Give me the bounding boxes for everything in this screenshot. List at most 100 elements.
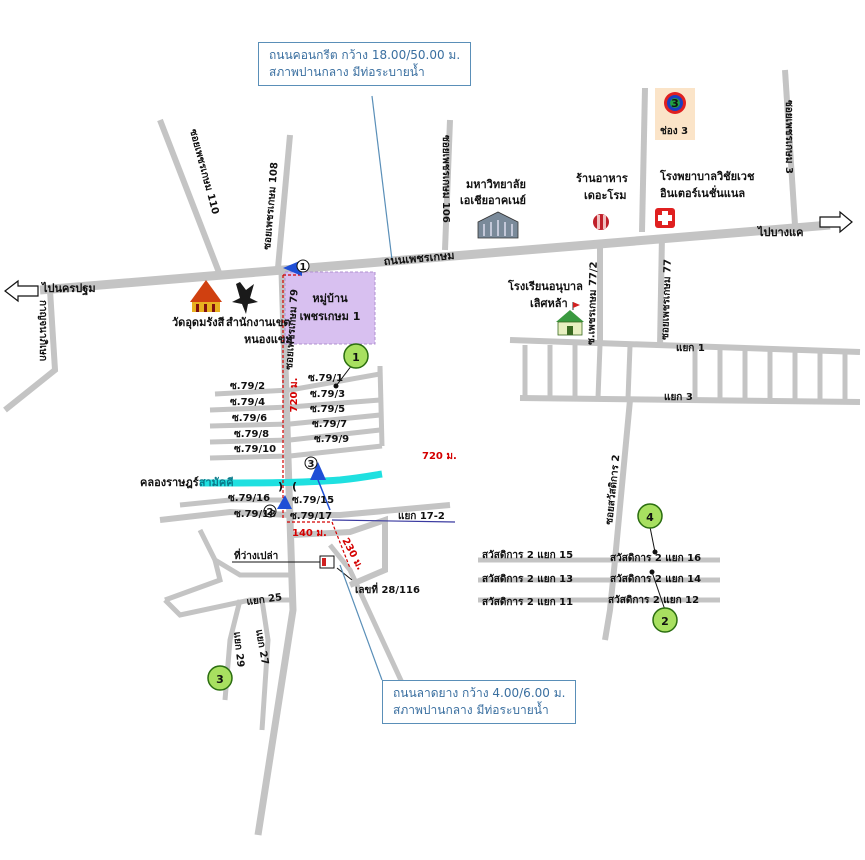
to-bang-khae-label: ไปบางแค <box>756 225 804 239</box>
university-label-2: เอเชียอาคเนย์ <box>460 194 526 207</box>
yaek-25-label: แยก 25 <box>246 592 283 608</box>
hospital-icon <box>655 208 675 228</box>
sawasdikan-11-label: สวัสดิการ 2 แยก 11 <box>482 596 573 608</box>
soi-79-4-label: ซ.79/4 <box>230 397 265 408</box>
soi-106-label: ซอยเพชรเกษม 106 <box>440 135 451 223</box>
comparable-marker-4: 4 <box>637 503 663 555</box>
distance-230: 230 ม. <box>339 536 365 572</box>
west-direction-arrow <box>4 279 39 303</box>
sawasdikan-14-label: สวัสดิการ 2 แยก 14 <box>610 573 701 585</box>
restaurant-label-1: ร้านอาหาร <box>576 172 628 185</box>
yaek-1-label: แยก 1 <box>676 343 705 354</box>
soi-79-9-label: ซ.79/9 <box>314 434 349 445</box>
soi-77-road <box>657 234 665 348</box>
village-box <box>284 271 376 345</box>
canal-bracket: ) <box>278 480 283 493</box>
soi-3-label: ซอยเพชรเกษม 3 <box>783 100 794 174</box>
soi-79-8-label: ซ.79/8 <box>234 429 269 440</box>
soi-sawasdikan-2-road <box>602 399 633 641</box>
svg-text:4: 4 <box>646 511 654 524</box>
soi-79-3-label: ซ.79/3 <box>310 389 345 400</box>
temple-icon <box>190 280 222 312</box>
property-pointer-line <box>331 519 456 523</box>
arrow-marker-2 <box>277 495 292 509</box>
soi-77-label: ซอยเพชรเกษม 77 <box>660 259 674 340</box>
hospital-label-1: โรงพยาบาลวิชัยเวช <box>659 169 755 183</box>
arrow-number-2: 2 <box>263 504 277 518</box>
restaurant-label-2: เดอะโรม <box>584 188 627 202</box>
yaek-29-label: แยก 29 <box>231 631 246 668</box>
sawasdikan-12-label: สวัสดิการ 2 แยก 12 <box>608 594 699 606</box>
top-callout-line-2: สภาพปานกลาง มีท่อระบายน้ำ <box>269 65 425 79</box>
road-network <box>3 69 861 836</box>
main-road-label: ถนนเพชรเกษม <box>383 249 455 268</box>
restaurant-icon <box>593 214 609 230</box>
soi-79-10-label: ซ.79/10 <box>234 444 276 455</box>
channel3-logo-icon: 3 <box>655 88 695 140</box>
sawasdikan-15-label: สวัสดิการ 2 แยก 15 <box>482 549 573 561</box>
university-building-icon <box>477 211 519 239</box>
canal-bracket-2: ( <box>292 480 297 493</box>
bottom-callout-line-2: สภาพปานกลาง มีท่อระบายน้ำ <box>393 703 549 717</box>
district-label-1: สำนักงานเขต <box>226 316 291 329</box>
distance-140: 140 ม. <box>292 528 327 539</box>
soi-79-18-label: ซ.79/18 <box>234 509 276 520</box>
top-road-callout: ถนนคอนกรีต กว้าง 18.00/50.00 ม. สภาพปานก… <box>258 42 472 86</box>
yaek-3-road <box>519 395 861 405</box>
svg-text:1: 1 <box>352 351 360 364</box>
svg-text:3: 3 <box>671 97 679 110</box>
yaek-17-2-label: แยก 17-2 <box>398 511 445 522</box>
kanchana-label: กาญจนาภิเษก <box>37 300 49 361</box>
soi-79-1-label: ซ.79/1 <box>308 373 343 384</box>
school-label-1: โรงเรียนอนุบาล <box>507 279 583 294</box>
canal <box>199 470 383 487</box>
village-label-2: เพชรเกษม 1 <box>300 310 361 323</box>
hospital-label-2: อินเตอร์เนชั่นแนล <box>660 185 746 200</box>
university-label-1: มหาวิทยาลัย <box>466 178 526 191</box>
soi-79-16-label: ซ.79/16 <box>228 493 270 504</box>
arrow-number-1: 1 <box>296 259 310 273</box>
temple-label: วัดอุดมรังสี <box>172 316 225 330</box>
soi-3-road <box>782 69 798 226</box>
soi-79-7-label: ซ.79/7 <box>312 419 347 430</box>
soi-79-6-label: ซ.79/6 <box>232 413 267 424</box>
svg-text:2: 2 <box>267 507 274 518</box>
soi-79-2-label: ซ.79/2 <box>230 381 265 392</box>
soi-79-road <box>254 271 297 836</box>
arrow-number-3: 3 <box>304 456 318 470</box>
comparable-marker-2: 2 <box>649 569 678 633</box>
bottom-callout-line-1: ถนนลาดยาง กว้าง 4.00/6.00 ม. <box>393 686 566 700</box>
soi-110-road <box>157 118 223 277</box>
kanchana-road <box>3 289 59 413</box>
garuda-emblem-icon <box>232 282 258 314</box>
distance-720-vertical: 720 ม. <box>289 378 300 413</box>
sawasdikan-13-label: สวัสดิการ 2 แยก 13 <box>482 573 573 585</box>
lot-number-label: เลขที่ 28/116 <box>355 582 420 596</box>
svg-text:3: 3 <box>308 459 315 470</box>
empty-land-label: ที่ว่างเปล่า <box>234 548 278 562</box>
yaek-1-road <box>509 337 861 355</box>
school-icon <box>556 302 584 336</box>
svg-text:2: 2 <box>661 615 669 628</box>
canal-label: คลองราษฎร์สามัคคี <box>140 476 234 489</box>
main-road <box>39 220 831 295</box>
to-nakhon-pathom-label: ไปนครปฐม <box>40 281 96 296</box>
property-icon <box>232 555 353 581</box>
distance-720: 720 ม. <box>422 451 457 462</box>
soi-106-road <box>442 119 453 251</box>
soi-79-17-label: ซ.79/17 <box>290 511 332 522</box>
sawasdikan-16-label: สวัสดิการ 2 แยก 16 <box>610 552 701 564</box>
comparable-marker-1: 1 <box>333 343 369 389</box>
yaek-3-label: แยก 3 <box>664 392 693 403</box>
soi-79-15-label: ซ.79/15 <box>292 495 334 506</box>
village-label-1: หมู่บ้าน <box>312 292 348 306</box>
top-callout-line-1: ถนนคอนกรีต กว้าง 18.00/50.00 ม. <box>269 48 461 62</box>
soi-79-15-pointer <box>317 479 331 511</box>
soi-108-road <box>275 134 293 269</box>
soi-79-5-label: ซ.79/5 <box>310 404 345 415</box>
svg-text:1: 1 <box>300 262 307 273</box>
soi-77-2-label: ซ.เพชรเกษม 77/2 <box>586 261 600 345</box>
top-callout-connector <box>371 95 393 261</box>
channel3-label: ช่อง 3 <box>660 125 688 137</box>
